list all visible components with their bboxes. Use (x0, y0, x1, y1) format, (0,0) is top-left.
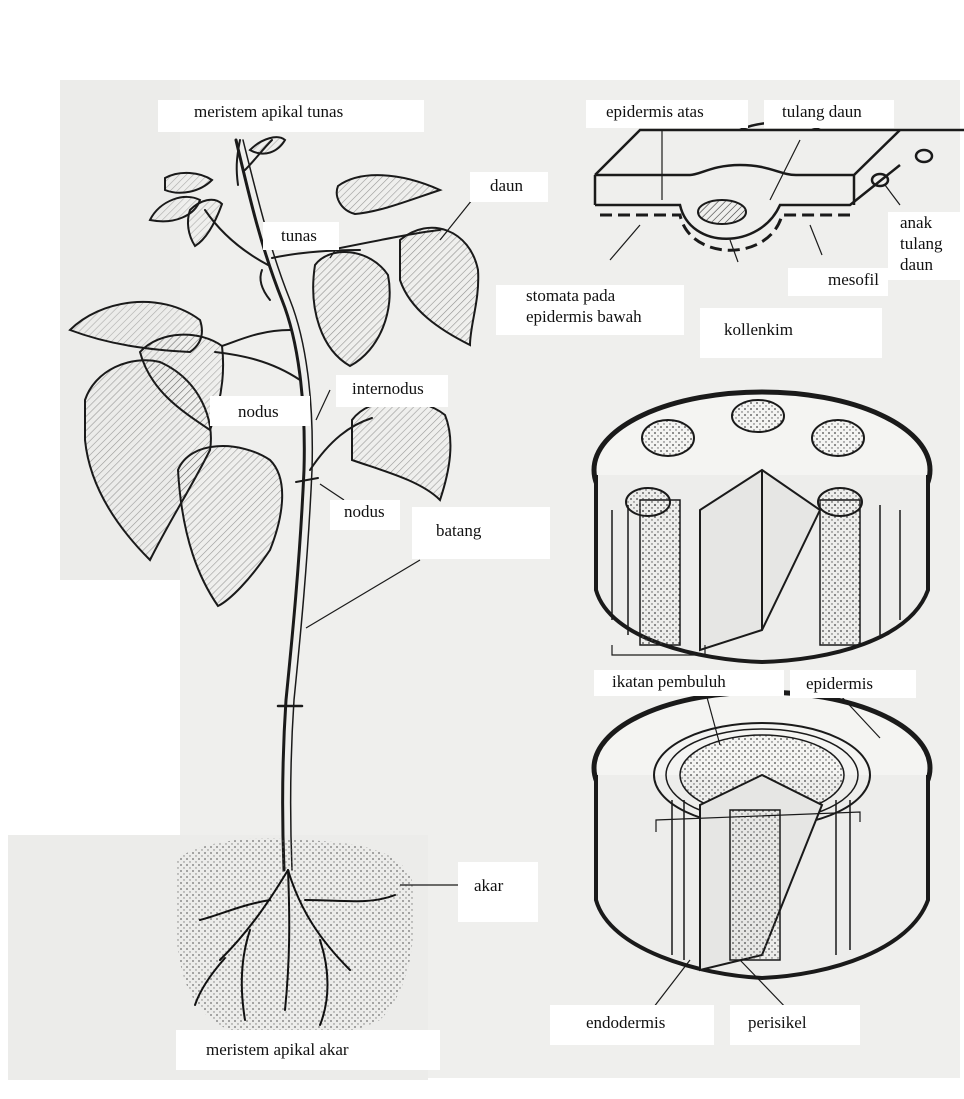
roots (176, 838, 414, 1037)
label-nodus-lower: nodus (330, 500, 400, 530)
label-ikatan-pembuluh: ikatan pembuluh (594, 670, 784, 696)
label-tunas: tunas (263, 222, 339, 250)
label-nodus-upper: nodus (210, 396, 310, 426)
label-anak-tulang-daun: anak tulang daun (888, 212, 962, 280)
label-kollenkim: kollenkim (700, 308, 882, 358)
label-perisikel: perisikel (730, 1005, 860, 1045)
stem-cross-section (594, 392, 930, 662)
label-endodermis: endodermis (550, 1005, 714, 1045)
label-stomata-pada-epidermis-bawah: stomata pada epidermis bawah (496, 285, 684, 335)
label-meristem-apikal-akar: meristem apikal akar (176, 1030, 440, 1070)
label-epidermis: epidermis (790, 670, 916, 698)
label-tulang-daun: tulang daun (764, 100, 894, 128)
root-cross-section (594, 692, 930, 978)
label-akar: akar (458, 862, 538, 922)
label-mesofil: mesofil (788, 268, 888, 296)
label-epidermis-atas: epidermis atas (586, 100, 748, 128)
label-internodus: internodus (336, 375, 448, 407)
label-batang: batang (412, 507, 550, 559)
label-meristem-apikal-tunas: meristem apikal tunas (158, 100, 424, 132)
label-daun: daun (470, 172, 548, 202)
